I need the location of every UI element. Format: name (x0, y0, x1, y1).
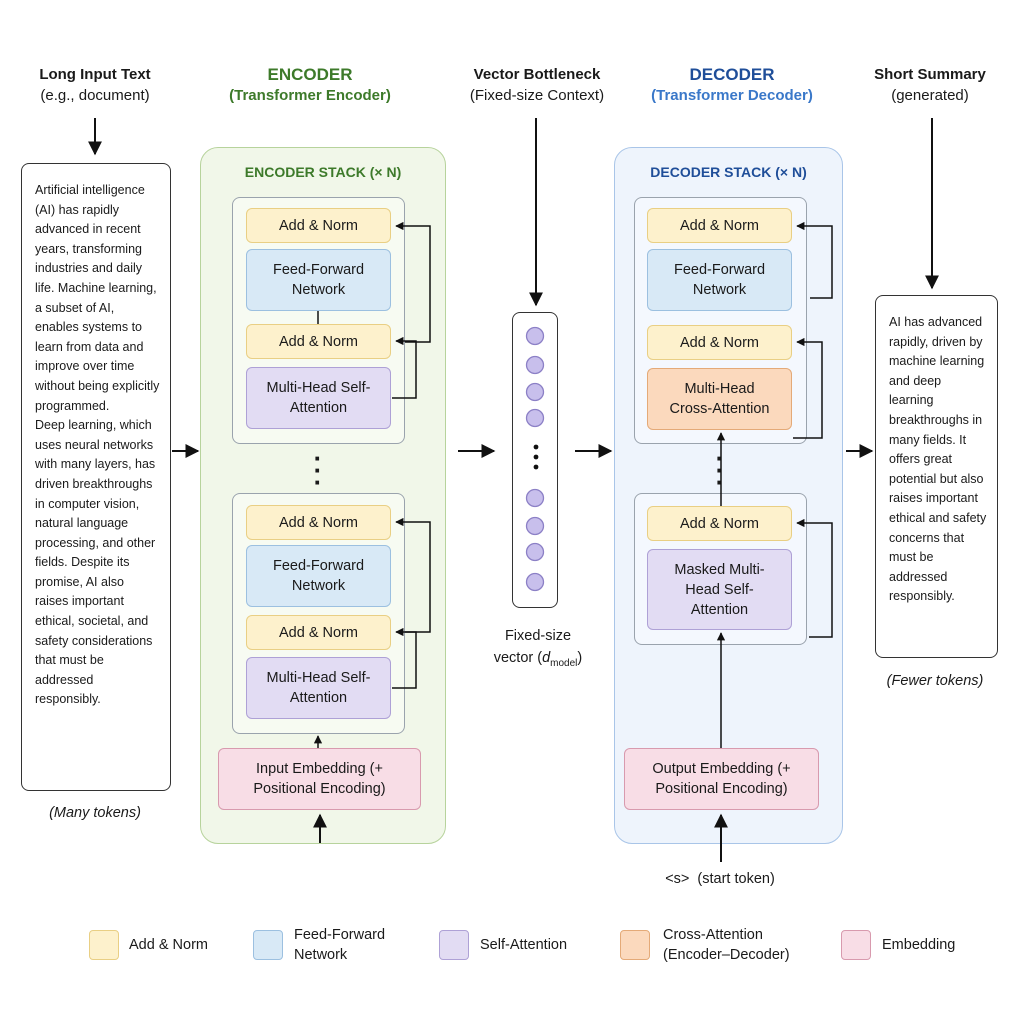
summary-header: Short Summary (generated) (855, 64, 1005, 106)
legend-swatch-embedding (841, 930, 871, 960)
decoder-header-subtitle: (Transformer Decoder) (651, 87, 813, 104)
summary-text: AI has advanced rapidly, driven by machi… (889, 315, 987, 604)
encoder-top-self-attention: Multi-Head Self-Attention (246, 367, 391, 429)
legend-label-cross-attention: Cross-Attention (Encoder–Decoder) (663, 927, 790, 963)
legend-label-feed-forward: Feed-Forward Network (294, 927, 386, 963)
encoder-bottom-add-norm-1: Add & Norm (246, 615, 391, 650)
input-text-paragraph-1: Artificial intelligence (AI) has rapidly… (35, 183, 160, 413)
decoder-header-title: DECODER (689, 65, 775, 84)
enc-bottom-residual-1 (392, 627, 417, 689)
dec-top-residual-1 (793, 337, 823, 439)
encoder-ellipsis: ··· (313, 443, 323, 497)
legend-swatch-add-norm (89, 930, 119, 960)
vector-element-7 (525, 542, 545, 562)
decoder-bottom-add-norm: Add & Norm (647, 506, 792, 541)
decoder-output-embedding: Output Embedding (+ Positional Encoding) (624, 748, 819, 810)
bottleneck-header-title: Vector Bottleneck (473, 66, 601, 83)
encoder-header-title: ENCODER (267, 65, 353, 84)
enc-bottom-residual-2 (395, 517, 431, 633)
encoder-header: ENCODER (Transformer Encoder) (200, 64, 420, 106)
legend-swatch-self-attention (439, 930, 469, 960)
decoder-top-feed-forward: Feed-Forward Network (647, 249, 792, 311)
vector-element-6 (525, 516, 545, 536)
dec-bottom-residual (796, 518, 833, 638)
legend: Add & Norm Feed-Forward Network Self-Att… (0, 920, 1024, 970)
encoder-input-embedding: Input Embedding (+ Positional Encoding) (218, 748, 421, 810)
decoder-ellipsis: ··· (715, 443, 725, 497)
vector-element-3 (525, 382, 545, 402)
encoder-bottom-add-norm-2: Add & Norm (246, 505, 391, 540)
start-token-label: <s> (start token) (665, 871, 775, 887)
encoder-bottom-feed-forward: Feed-Forward Network (246, 545, 391, 607)
decoder-header: DECODER (Transformer Decoder) (622, 64, 842, 106)
input-header-title: Long Input Text (39, 66, 151, 83)
bottleneck-header: Vector Bottleneck (Fixed-size Context) (437, 64, 637, 106)
caption-suffix: ) (577, 650, 583, 666)
legend-label-self-attention: Self-Attention (480, 937, 568, 953)
encoder-top-add-norm-2: Add & Norm (246, 208, 391, 243)
context-vector-caption-line1: Fixed-size (504, 628, 572, 644)
dec-top-residual-2 (796, 221, 833, 299)
context-vector-caption-line2: vector (dmodel) (458, 647, 618, 675)
summary-header-subtitle: (generated) (891, 87, 969, 104)
legend-swatch-feed-forward (253, 930, 283, 960)
vector-ellipsis-dot-3 (533, 464, 539, 470)
decoder-top-add-norm-2: Add & Norm (647, 208, 792, 243)
encoder-header-subtitle: (Transformer Encoder) (229, 87, 391, 104)
encoder-top-add-norm-1: Add & Norm (246, 324, 391, 359)
legend-label-add-norm: Add & Norm (129, 937, 208, 953)
decoder-top-add-norm-1: Add & Norm (647, 325, 792, 360)
decoder-masked-self-attention: Masked Multi-Head Self-Attention (647, 549, 792, 630)
enc-top-residual-2 (395, 221, 431, 343)
input-caption: (Many tokens) (49, 805, 141, 821)
bottleneck-header-subtitle: (Fixed-size Context) (469, 87, 605, 104)
input-header: Long Input Text (e.g., document) (10, 64, 180, 106)
decoder-cross-attention: Multi-Head Cross-Attention (647, 368, 792, 430)
context-vector-caption: Fixed-size vector (dmodel) (458, 625, 618, 675)
summary-text-box: AI has advanced rapidly, driven by machi… (875, 295, 998, 658)
summary-caption: (Fewer tokens) (886, 673, 984, 689)
summary-header-title: Short Summary (874, 66, 986, 83)
input-header-subtitle: (e.g., document) (40, 87, 150, 104)
vector-element-1 (525, 326, 545, 346)
vector-element-2 (525, 355, 545, 375)
legend-swatch-cross-attention (620, 930, 650, 960)
vector-element-4 (525, 408, 545, 428)
enc-top-residual-1 (392, 336, 417, 399)
input-text-box: Artificial intelligence (AI) has rapidly… (21, 163, 171, 791)
vector-ellipsis-dot-2 (533, 454, 539, 460)
encoder-bottom-self-attention: Multi-Head Self-Attention (246, 657, 391, 719)
vector-element-8 (525, 572, 545, 592)
caption-variable: d (542, 650, 551, 666)
input-text-paragraph-2: Deep learning, which uses neural network… (35, 418, 156, 707)
vector-element-5 (525, 488, 545, 508)
encoder-top-feed-forward: Feed-Forward Network (246, 249, 391, 311)
encoder-stack-title: ENCODER STACK (× N) (244, 164, 402, 180)
caption-subscript: model (550, 657, 578, 669)
caption-prefix: vector ( (493, 650, 543, 666)
vector-ellipsis-dot-1 (533, 444, 539, 450)
decoder-stack-title: DECODER STACK (× N) (650, 164, 807, 180)
legend-label-embedding: Embedding (882, 937, 956, 953)
